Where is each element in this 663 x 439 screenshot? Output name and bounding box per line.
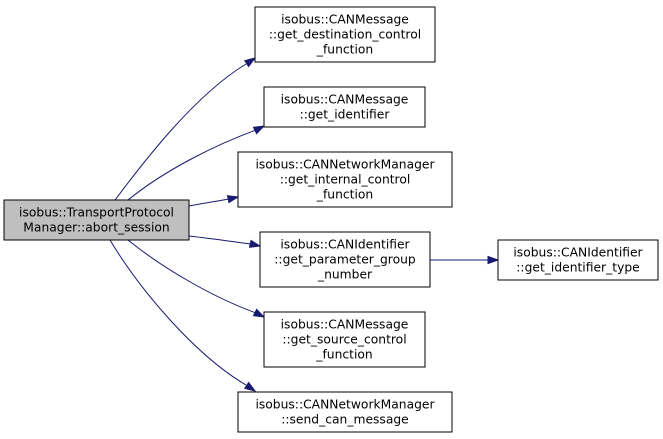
node-n3[interactable]: isobus::CANNetworkManager::get_internal_… [237,151,453,208]
node-n7[interactable]: isobus::CANNetworkManager::send_can_mess… [237,391,453,433]
node-label-line: ::get_identifier_type [516,261,639,275]
edge-n4-to-n5 [430,255,500,265]
node-label-line: ::send_can_message [281,413,409,427]
node-n6[interactable]: isobus::CANMessage::get_source_control_f… [263,311,426,368]
node-box [3,199,190,241]
node-label-line: _function [316,43,373,57]
node-label-line: ::get_internal_control [280,173,411,187]
node-label-line: isobus::CANNetworkManager [255,158,435,172]
node-label-line: isobus::CANMessage [281,93,409,107]
edge-root-to-n2 [127,125,266,201]
call-graph-edges [109,57,500,392]
edge-line [114,63,247,201]
arrowhead-icon [252,308,266,318]
node-label-line: isobus::CANMessage [281,318,409,332]
node-label-line: ::get_identifier [300,108,391,122]
node-label-line: _function [316,188,373,202]
arrowhead-icon [226,195,240,204]
edge-line [127,129,257,201]
node-n1[interactable]: isobus::CANMessage::get_destination_cont… [254,6,436,63]
arrowhead-icon [487,255,500,265]
call-graph-nodes: isobus::TransportProtocolManager::abort_… [3,6,659,433]
node-box [237,151,453,208]
edge-root-to-n7 [109,239,257,392]
node-root[interactable]: isobus::TransportProtocolManager::abort_… [3,199,190,241]
node-label-line: isobus::CANIdentifier [280,238,410,252]
node-label-line: Manager::abort_session [23,221,169,235]
node-box [497,239,659,281]
arrowhead-icon [243,57,257,68]
node-label-line: _number [317,268,373,282]
node-label-line: isobus::CANMessage [281,13,409,27]
edge-root-to-n4 [188,235,262,248]
edge-line [109,239,247,386]
node-label-line: ::get_source_control [282,333,406,347]
arrowhead-icon [248,239,262,248]
node-n5[interactable]: isobus::CANIdentifier::get_identifier_ty… [497,239,659,281]
edge-root-to-n3 [188,195,240,207]
node-label-line: ::get_parameter_group [274,253,416,267]
node-box [263,311,426,368]
edge-root-to-n1 [114,57,257,201]
node-box [263,86,426,128]
node-label-line: isobus::CANIdentifier [513,246,643,260]
node-n2[interactable]: isobus::CANMessage::get_identifier [263,86,426,128]
node-label-line: ::get_destination_control [269,28,421,42]
edge-line [188,198,230,207]
node-box [254,6,436,63]
arrowhead-icon [243,381,257,392]
node-label-line: _function [315,348,372,362]
node-box [237,391,453,433]
node-label-line: isobus::CANNetworkManager [255,398,435,412]
edge-root-to-n6 [127,239,266,318]
edge-line [188,235,252,245]
node-n4[interactable]: isobus::CANIdentifier::get_parameter_gro… [259,231,431,288]
node-label-line: isobus::TransportProtocol [19,206,174,220]
node-box [259,231,431,288]
edge-line [127,239,257,314]
arrowhead-icon [252,125,266,135]
